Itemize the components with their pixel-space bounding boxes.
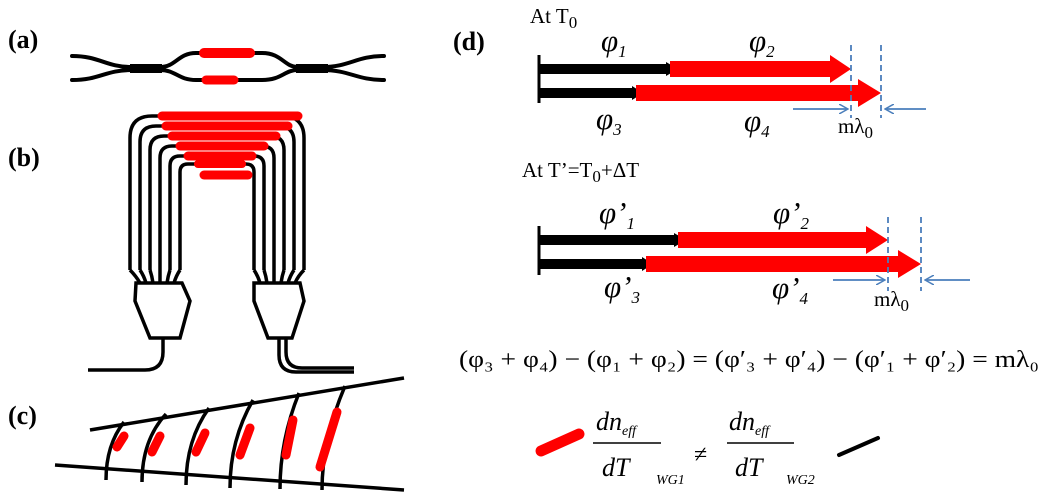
legend-num-1: dneff [596,407,638,439]
label-phi4-prime: φ’4 [772,270,808,308]
arrow-phi1-shaft [539,64,666,74]
mzi-input-upper [70,54,134,69]
legend-wg2-label: WG2 [786,473,815,488]
panel-label-b: (b) [8,143,40,172]
label-phi3-prime: φ’3 [604,269,640,307]
arrow-phi4-head [858,79,881,107]
legend-num-2: dneff [729,407,771,439]
arrow-phi2p-shaft [678,232,866,248]
mzi-input-lower [70,68,134,82]
legend-wg1-label: WG1 [656,473,685,488]
arrow-phi3p-shaft [539,259,642,269]
star-coupler-right [252,281,306,340]
arrow-phi4p-shaft [646,256,898,272]
arrow-phi4-shaft [636,85,858,101]
legend-heater-swatch [535,428,585,457]
label-phi2: φ2 [749,23,775,61]
delta-label-t-prime: mλ0 [874,287,909,315]
delta-label-t0: mλ0 [838,114,873,142]
phase-equation: (φ₃ + φ₄) − (φ₁ + φ₂) = (φ′₃ + φ′₄) − (φ… [459,347,1039,373]
legend-neq: ≠ [694,442,707,468]
arrow-phi2-head [830,55,851,83]
mzi-output-upper [320,54,386,69]
arrow-phi2-shaft [670,61,830,77]
legend: dneff dT WG1 ≠ dneff dT WG2 [535,407,880,488]
legend-den-1: dT [602,453,631,482]
waveguide-array-diagram [54,376,405,492]
array-heaters [112,407,342,472]
label-phi1: φ1 [601,23,627,61]
awg-heaters [157,111,303,180]
label-phi1-prime: φ’1 [599,195,635,233]
awg-diagram [88,111,354,374]
array-bus-top [89,376,405,432]
awg-input-waveguide [88,338,165,372]
label-phi3: φ3 [596,101,622,139]
panel-label-a: (a) [8,25,38,54]
mzi-diagram [70,48,386,85]
arrow-phi4p-head [898,250,921,278]
arrow-phi2p-head [866,226,888,254]
state-t-prime: At T’=T0+ΔT φ’1 φ’2 φ’3 φ’4 mλ0 [522,158,970,315]
label-phi2-prime: φ’2 [773,195,809,233]
star-coupler-left [133,281,192,340]
arrow-phi3-shaft [539,88,632,98]
panel-label-c: (c) [8,401,37,430]
state-t0-title: At T0 [530,4,577,32]
state-t-prime-title: At T’=T0+ΔT [522,158,639,186]
mzi-coupler-left [130,64,162,73]
legend-waveguide-swatch [837,436,880,457]
mzi-output-lower [320,68,386,82]
legend-den-2: dT [735,453,764,482]
mzi-coupler-right [296,64,328,73]
state-t0: At T0 φ1 φ2 φ3 φ4 mλ0 [530,4,926,142]
panel-label-d: (d) [453,27,485,56]
label-phi4: φ4 [744,103,770,141]
arrow-phi1p-shaft [539,235,674,245]
